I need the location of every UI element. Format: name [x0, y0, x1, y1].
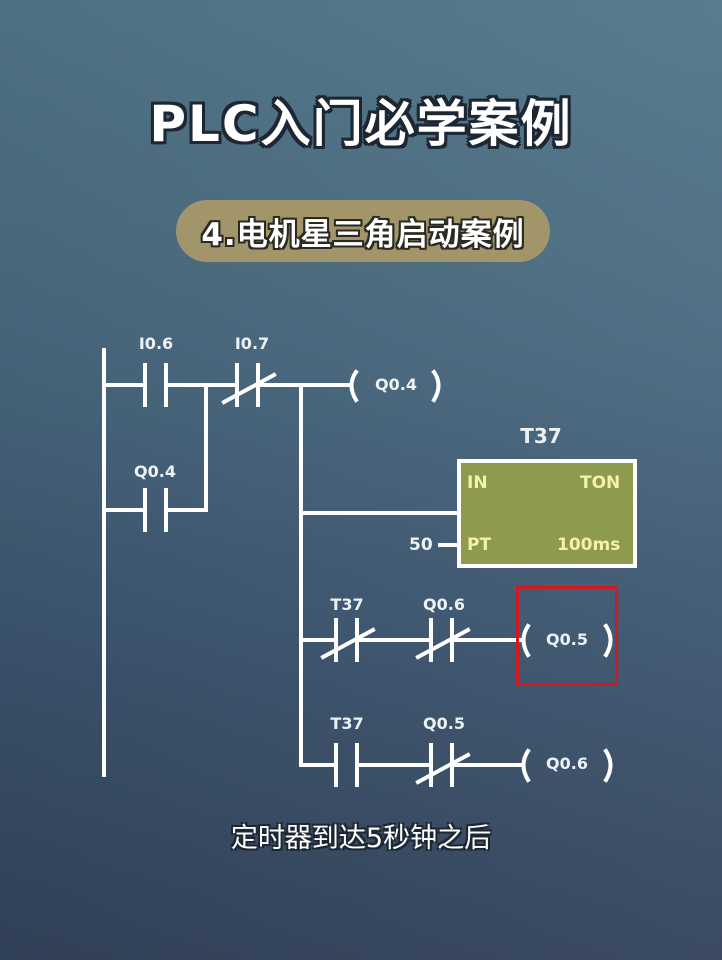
timer-resolution-label: 100ms	[557, 535, 621, 555]
highlight-box-q05	[516, 586, 618, 686]
contact-label-q04-latch: Q0.4	[134, 462, 176, 481]
rung-1	[102, 363, 441, 532]
rung-3	[299, 618, 613, 662]
coil-label-q05: Q0.5	[546, 630, 588, 649]
subtitle-text: 4.电机星三角启动案例	[201, 216, 525, 253]
timer-preset-value: 50	[409, 535, 433, 555]
contact-label-i07: I0.7	[234, 334, 270, 353]
timer-t37-box	[457, 459, 637, 568]
coil-label-q04: Q0.4	[375, 375, 417, 394]
rung-2	[299, 511, 460, 547]
contact-label-t37-no: T37	[330, 714, 364, 733]
timer-name: T37	[520, 424, 562, 448]
rung-4	[299, 743, 613, 787]
contact-label-q06-nc: Q0.6	[423, 595, 465, 614]
timer-type-label: TON	[580, 473, 621, 493]
contact-label-q05-nc: Q0.5	[423, 714, 465, 733]
timer-in-label: IN	[467, 473, 488, 493]
coil-label-q06: Q0.6	[546, 754, 588, 773]
timer-pt-label: PT	[467, 535, 492, 555]
subtitle-badge: 4.电机星三角启动案例	[176, 200, 550, 262]
contact-label-t37-nc: T37	[330, 595, 364, 614]
contact-i07-nc-slash	[221, 372, 277, 405]
contact-label-i06: I0.6	[138, 334, 174, 353]
subtitle-caption: 定时器到达5秒钟之后	[230, 823, 492, 854]
page-title: PLC入门必学案例	[149, 95, 573, 153]
